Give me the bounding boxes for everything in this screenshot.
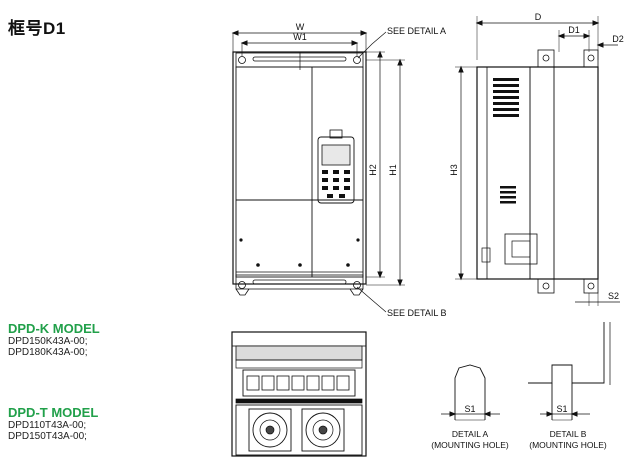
front-view [231,30,405,313]
detail-a-drawing [441,364,500,421]
model-number: DPD180K43A-00; [8,347,88,358]
dim-label-h2: H2 [368,164,378,176]
model-heading-t: DPD-T MODEL [8,405,99,420]
detail-a-title: DETAIL A [452,429,489,439]
dim-label-s1-a: S1 [464,404,475,414]
detail-a-subtitle: (MOUNTING HOLE) [431,440,509,450]
dim-label-w: W [296,22,305,32]
detail-b-title: DETAIL B [550,429,587,439]
dim-label-d: D [535,12,542,22]
frame-title: 框号D1 [8,19,66,38]
dim-label-s1-b: S1 [556,404,567,414]
callout-detail-b: SEE DETAIL B [387,308,447,318]
dim-label-d1: D1 [568,25,580,35]
model-number: DPD150T43A-00; [8,431,87,442]
model-number: DPD110T43A-00; [8,420,87,431]
callout-detail-a: SEE DETAIL A [387,26,446,36]
dim-label-d2: D2 [612,34,624,44]
dim-label-h3: H3 [449,164,459,176]
detail-b-drawing [528,322,611,421]
model-block-k: DPD-K MODEL DPD150K43A-00; DPD180K43A-00… [8,321,100,358]
dim-label-s2: S2 [608,291,619,301]
model-number: DPD150K43A-00; [8,336,88,347]
side-view [455,16,620,306]
dim-label-h1: H1 [388,164,398,176]
dim-label-w1: W1 [293,32,307,42]
model-heading-k: DPD-K MODEL [8,321,100,336]
detail-b-subtitle: (MOUNTING HOLE) [529,440,607,450]
bottom-view [231,331,367,457]
model-block-t: DPD-T MODEL DPD110T43A-00; DPD150T43A-00… [8,405,98,442]
